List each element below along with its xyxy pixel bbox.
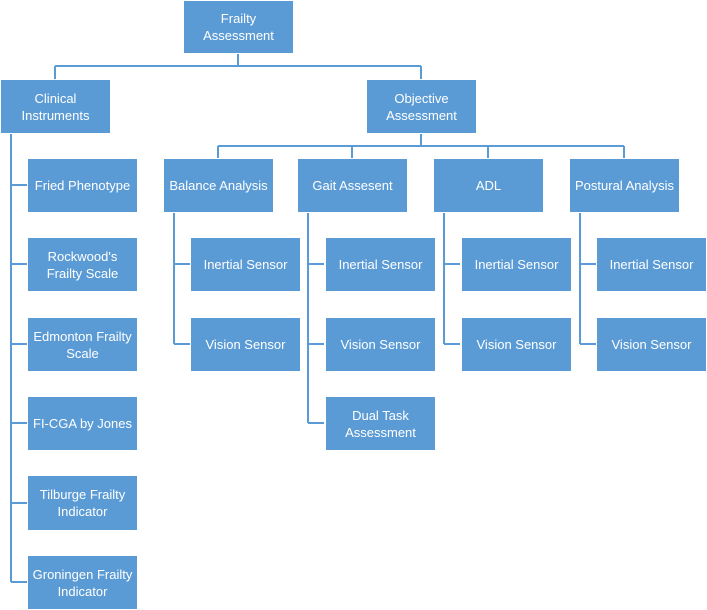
group-balance-analysis: Balance Analysis [163,158,274,213]
postural-vision-sensor: Vision Sensor [596,317,707,372]
clinical-item-groningen: Groningen Frailty Indicator [27,555,138,610]
clinical-item-edmonton: Edmonton Frailty Scale [27,317,138,372]
clinical-item-tilburge: Tilburge Frailty Indicator [27,475,138,531]
group-adl: ADL [433,158,544,213]
clinical-instruments-node: Clinical Instruments [0,79,111,134]
gait-vision-sensor: Vision Sensor [325,317,436,372]
clinical-item-rockwood: Rockwood's Frailty Scale [27,237,138,292]
gait-dual-task-assessment: Dual Task Assessment [325,396,436,451]
group-postural-analysis: Postural Analysis [569,158,680,213]
adl-inertial-sensor: Inertial Sensor [461,237,572,292]
balance-inertial-sensor: Inertial Sensor [190,237,301,292]
balance-vision-sensor: Vision Sensor [190,317,301,372]
group-gait-assesent: Gait Assesent [297,158,408,213]
adl-vision-sensor: Vision Sensor [461,317,572,372]
postural-inertial-sensor: Inertial Sensor [596,237,707,292]
clinical-item-fi-cga: FI-CGA by Jones [27,396,138,451]
gait-inertial-sensor: Inertial Sensor [325,237,436,292]
root-node: Frailty Assessment [183,0,294,54]
clinical-item-fried-phenotype: Fried Phenotype [27,158,138,213]
objective-assessment-node: Objective Assessment [366,79,477,134]
